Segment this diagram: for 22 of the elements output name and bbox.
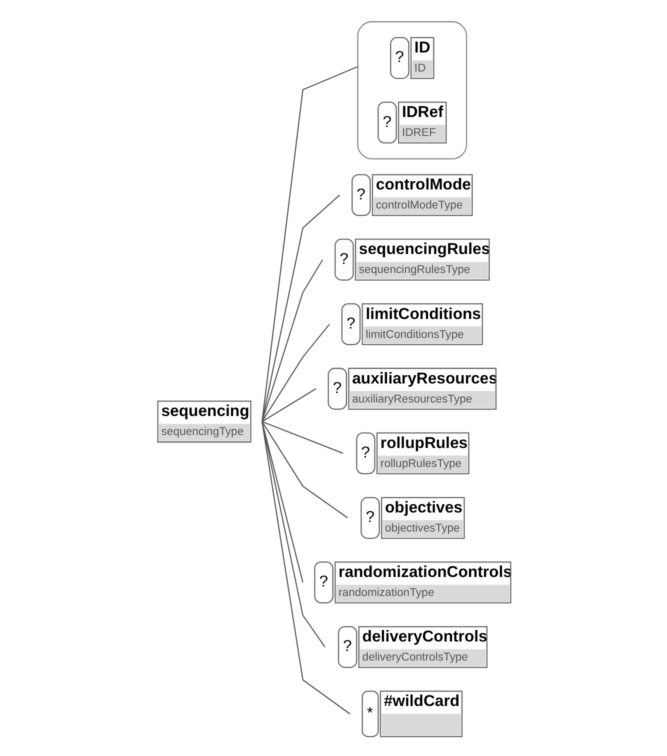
connector [261,422,350,714]
connector [261,194,340,422]
node-label: ? [342,638,352,656]
node-label: ? [318,574,328,591]
connector [261,421,303,583]
node-label: ? [332,380,342,397]
node-label: ? [360,444,370,462]
node-label: ? [339,250,348,268]
connector [261,422,325,648]
connector [261,388,316,422]
connector [261,421,348,518]
node-label: * [366,705,373,722]
node-label: ? [356,186,365,204]
connector [261,324,330,422]
node-label: ? [346,315,355,332]
connector [261,421,343,454]
node-label: ? [394,49,404,66]
cluster [356,21,467,160]
connector [261,259,323,422]
node-label: ? [382,114,392,131]
connector [261,66,358,422]
node-label: ? [365,509,374,526]
